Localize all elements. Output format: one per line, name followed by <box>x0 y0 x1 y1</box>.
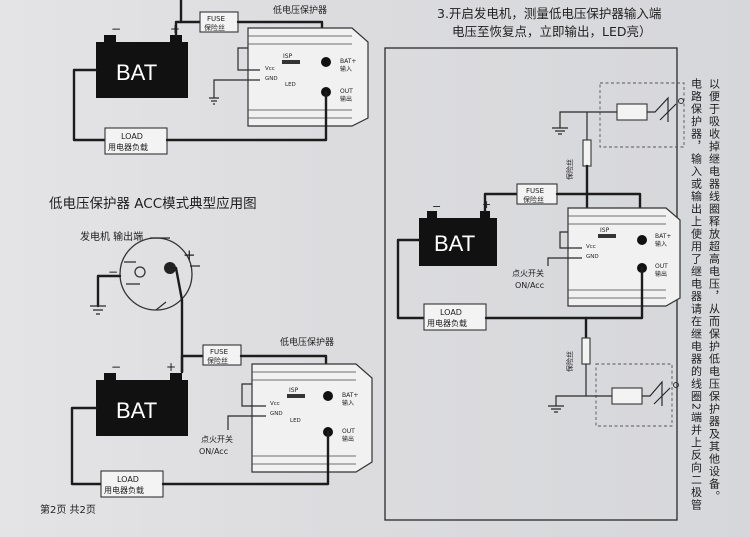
generator-icon <box>119 237 200 311</box>
protector-label: 低电压保护器 <box>273 4 327 16</box>
svg-text:输入: 输入 <box>340 65 352 73</box>
svg-text:ISP: ISP <box>289 387 299 394</box>
relay-box-top <box>599 82 685 148</box>
svg-text:BAT+: BAT+ <box>655 233 671 240</box>
svg-text:+: + <box>482 198 491 211</box>
acc-title: 低电压保护器 ACC模式典型应用图 <box>49 195 257 212</box>
diode-bottom <box>581 337 591 365</box>
svg-text:OUT: OUT <box>342 428 355 435</box>
protector-module: ISP BAT+ 输入 OUT 输出 Vcc GND LED <box>247 27 369 127</box>
load-box-relay <box>423 303 487 331</box>
svg-text:GND: GND <box>270 411 283 417</box>
svg-text:Vcc: Vcc <box>586 244 596 250</box>
relay-coil-bottom <box>611 387 643 405</box>
svg-text:用电器负载: 用电器负载 <box>104 485 144 495</box>
battery-block <box>96 42 188 98</box>
load-box <box>104 127 168 155</box>
svg-text:LED: LED <box>285 82 296 88</box>
svg-text:保险丝: 保险丝 <box>565 351 574 372</box>
svg-text:LOAD: LOAD <box>117 475 139 484</box>
svg-text:FUSE: FUSE <box>210 348 228 356</box>
svg-text:FUSE: FUSE <box>207 15 225 23</box>
svg-text:输出: 输出 <box>340 95 352 103</box>
svg-text:低电压保护器: 低电压保护器 <box>280 336 334 348</box>
relay-coil-top <box>616 103 648 121</box>
diagram-battery-mode: BAT − + FUSE 保险丝 低电压保护器 ISP BAT+ 输入 OUT … <box>72 0 369 155</box>
svg-text:−: − <box>432 200 441 213</box>
svg-text:保险丝: 保险丝 <box>204 23 225 32</box>
ignition-label: 点火开关 <box>201 434 233 444</box>
svg-text:GND: GND <box>586 254 599 260</box>
svg-text:ON/Acc: ON/Acc <box>515 281 544 290</box>
protector-module-relay: ISP BAT+ 输入 OUT 输出 Vcc GND <box>567 207 681 307</box>
generator-label: 发电机 输出端 <box>80 230 143 243</box>
svg-text:OUT: OUT <box>655 263 668 270</box>
svg-text:+: + <box>166 360 176 374</box>
battery-minus: − <box>111 22 121 36</box>
svg-text:GND: GND <box>265 76 278 82</box>
note-line-1: 3.开启发电机，测量低电压保护器输入端 <box>437 6 662 21</box>
battery-block-relay <box>419 218 497 266</box>
svg-text:−: − <box>111 360 121 374</box>
svg-text:输入: 输入 <box>655 240 667 248</box>
battery-block-acc <box>96 380 188 436</box>
svg-text:保险丝: 保险丝 <box>565 159 574 180</box>
svg-text:ON/Acc: ON/Acc <box>199 447 228 456</box>
svg-text:BAT: BAT <box>116 398 157 423</box>
svg-text:电路保护器，输入或输出上使用了继电器请在继电器的线圈2端并上: 电路保护器，输入或输出上使用了继电器请在继电器的线圈2端并上反向二极管 <box>690 78 703 512</box>
note-line-2: 电压至恢复点，立即输出，LED亮） <box>452 24 652 39</box>
terminal-bat <box>321 57 331 67</box>
svg-text:ISP: ISP <box>283 53 293 60</box>
diagram-relay: 保险丝 BAT − + FUSE 保险丝 ISP BAT+ 输入 OUT 输出 … <box>396 82 685 427</box>
svg-text:OUT: OUT <box>340 88 353 95</box>
svg-text:+: + <box>183 246 196 264</box>
svg-text:以便于吸收掉继电器线圈释放超高电压，从而保护低电压保护器及其: 以便于吸收掉继电器线圈释放超高电压，从而保护低电压保护器及其他设备。 <box>708 78 721 503</box>
svg-text:−: − <box>108 265 118 279</box>
svg-text:保险丝: 保险丝 <box>523 195 544 204</box>
svg-text:ISP: ISP <box>600 227 610 234</box>
svg-text:Vcc: Vcc <box>270 401 280 407</box>
diagram-acc-mode: 发电机 输出端 + − BAT − + FUSE 保险丝 低电压保护器 <box>70 230 373 498</box>
svg-text:用电器负载: 用电器负载 <box>427 318 467 328</box>
svg-text:Vcc: Vcc <box>265 66 275 72</box>
battery-label: BAT <box>116 60 157 85</box>
svg-text:FUSE: FUSE <box>526 187 544 195</box>
svg-text:用电器负载: 用电器负载 <box>108 142 148 152</box>
svg-text:LOAD: LOAD <box>121 132 143 141</box>
svg-text:BAT: BAT <box>434 231 475 256</box>
load-box-acc <box>100 470 164 498</box>
page-footer: 第2页 共2页 <box>40 505 96 516</box>
svg-text:LED: LED <box>290 418 301 424</box>
protector-module-acc: ISP BAT+ 输入 OUT 输出 Vcc GND LED <box>251 363 373 473</box>
svg-text:输入: 输入 <box>342 399 354 407</box>
svg-text:点火开关: 点火开关 <box>512 268 544 278</box>
svg-text:BAT+: BAT+ <box>340 58 356 65</box>
svg-text:输出: 输出 <box>655 270 667 278</box>
diode-top <box>582 139 592 167</box>
svg-text:BAT+: BAT+ <box>342 392 358 399</box>
svg-text:保险丝: 保险丝 <box>207 356 228 365</box>
relay-box-bottom <box>595 363 673 427</box>
side-note: 以便于吸收掉继电器线圈释放超高电压，从而保护低电压保护器及其他设备。 电路保护器… <box>690 78 721 512</box>
svg-text:LOAD: LOAD <box>440 308 462 317</box>
svg-text:输出: 输出 <box>342 435 354 443</box>
